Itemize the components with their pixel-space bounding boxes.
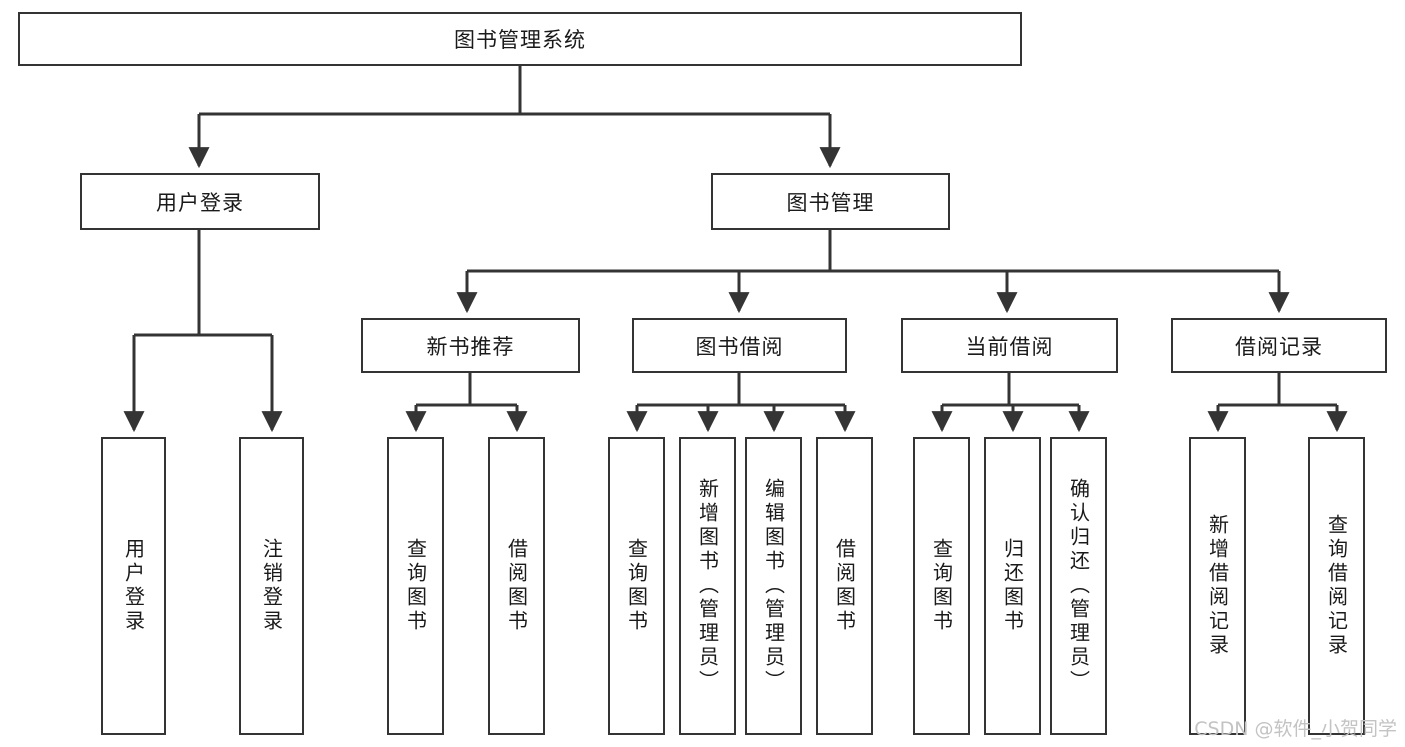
node-leaf-query-book-2[interactable]: 查询图书 xyxy=(608,437,665,735)
node-user-login[interactable]: 用户登录 xyxy=(80,173,320,230)
node-leaf-add-book[interactable]: 新增图书（管理员） xyxy=(679,437,736,735)
node-book-manage[interactable]: 图书管理 xyxy=(711,173,950,230)
node-book-borrow-label: 图书借阅 xyxy=(695,334,784,359)
node-leaf-query-book-2-label: 查询图书 xyxy=(624,538,649,634)
node-leaf-query-record-label: 查询借阅记录 xyxy=(1324,514,1349,658)
node-leaf-query-book-1-label: 查询图书 xyxy=(403,538,428,634)
node-leaf-user-login-label: 用户登录 xyxy=(121,538,146,634)
node-borrow-record[interactable]: 借阅记录 xyxy=(1171,318,1387,373)
node-leaf-borrow-book-1[interactable]: 借阅图书 xyxy=(488,437,545,735)
node-leaf-query-record[interactable]: 查询借阅记录 xyxy=(1308,437,1365,735)
node-leaf-return-book[interactable]: 归还图书 xyxy=(984,437,1041,735)
node-leaf-confirm-return[interactable]: 确认归还（管理员） xyxy=(1050,437,1107,735)
node-leaf-borrow-book-2[interactable]: 借阅图书 xyxy=(816,437,873,735)
node-leaf-logout-label: 注销登录 xyxy=(259,538,284,634)
node-leaf-user-login[interactable]: 用户登录 xyxy=(101,437,166,735)
node-new-book-recommend-label: 新书推荐 xyxy=(426,334,515,359)
node-leaf-logout[interactable]: 注销登录 xyxy=(239,437,304,735)
node-leaf-return-book-label: 归还图书 xyxy=(1000,538,1025,634)
node-leaf-add-book-label: 新增图书（管理员） xyxy=(695,478,720,694)
node-leaf-query-book-3-label: 查询图书 xyxy=(929,538,954,634)
node-leaf-borrow-book-2-label: 借阅图书 xyxy=(832,538,857,634)
node-leaf-borrow-book-1-label: 借阅图书 xyxy=(504,538,529,634)
node-leaf-query-book-1[interactable]: 查询图书 xyxy=(387,437,444,735)
node-root[interactable]: 图书管理系统 xyxy=(18,12,1022,66)
node-book-borrow[interactable]: 图书借阅 xyxy=(632,318,847,373)
node-new-book-recommend[interactable]: 新书推荐 xyxy=(361,318,580,373)
node-root-label: 图书管理系统 xyxy=(454,28,586,52)
node-leaf-query-book-3[interactable]: 查询图书 xyxy=(913,437,970,735)
node-user-login-label: 用户登录 xyxy=(156,190,244,215)
node-borrow-record-label: 借阅记录 xyxy=(1235,334,1323,359)
node-current-borrow-label: 当前借阅 xyxy=(965,334,1054,359)
node-book-manage-label: 图书管理 xyxy=(786,190,875,215)
node-leaf-add-record-label: 新增借阅记录 xyxy=(1205,514,1230,658)
node-current-borrow[interactable]: 当前借阅 xyxy=(901,318,1118,373)
node-leaf-add-record[interactable]: 新增借阅记录 xyxy=(1189,437,1246,735)
node-leaf-edit-book-label: 编辑图书（管理员） xyxy=(761,478,786,694)
node-leaf-confirm-return-label: 确认归还（管理员） xyxy=(1066,478,1091,694)
node-leaf-edit-book[interactable]: 编辑图书（管理员） xyxy=(745,437,802,735)
